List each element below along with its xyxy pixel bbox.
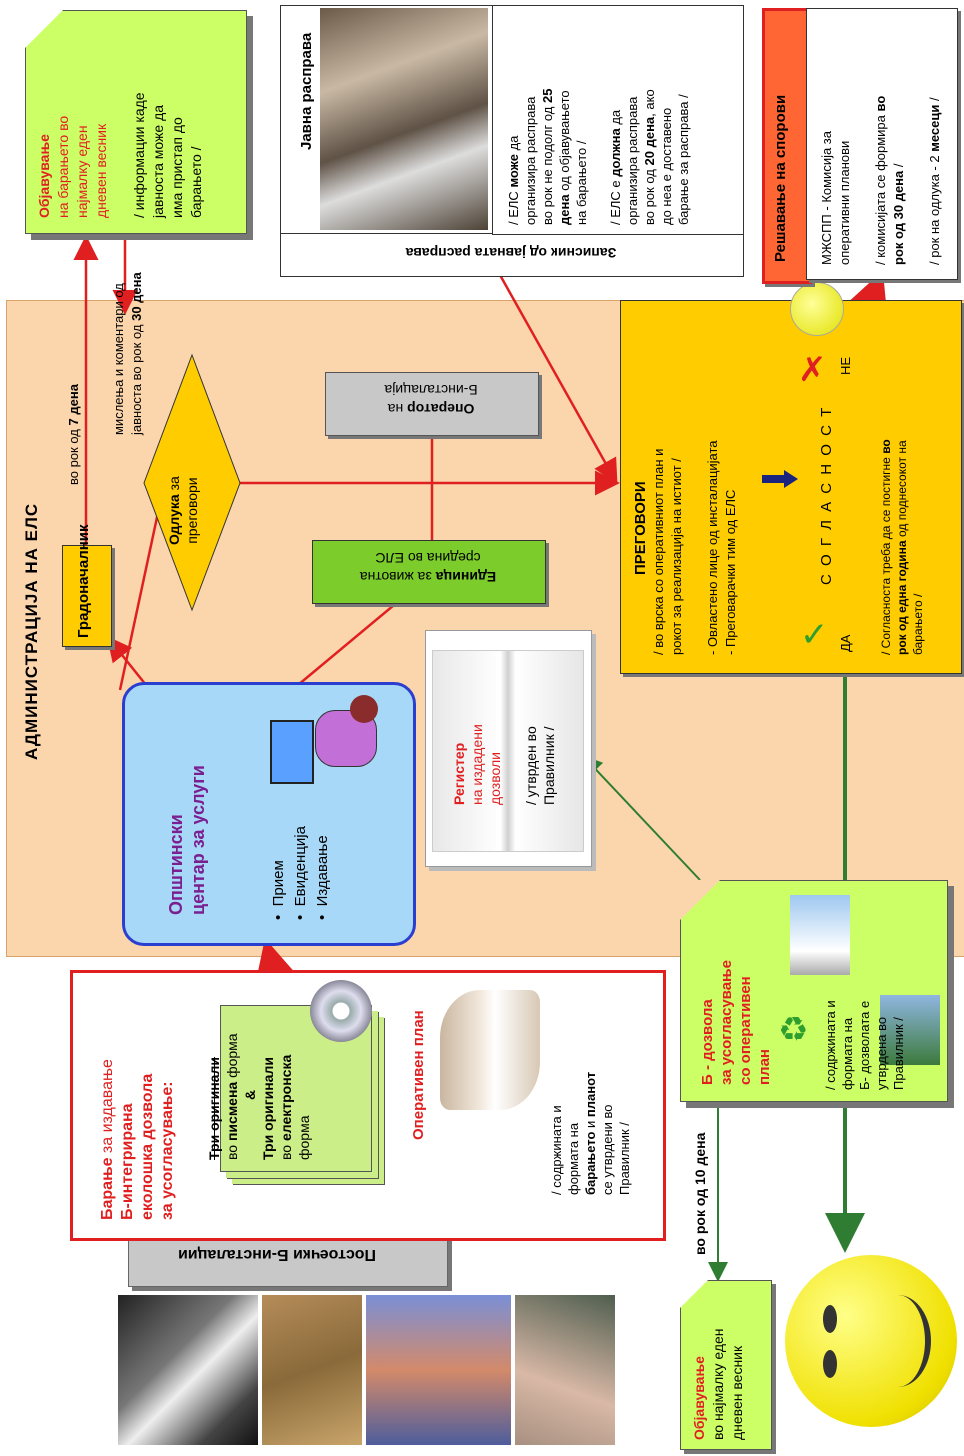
photo-smoke	[118, 1295, 258, 1445]
happy-face-icon	[785, 1255, 957, 1427]
arrow-hearing-to-negotiations	[498, 274, 618, 485]
public-comments-deadline: мислења и коментари од јавноста во рок о…	[111, 272, 144, 435]
agreement-label: С О Г Л А С Н О С Т	[818, 405, 835, 585]
hearing-minutes-box	[280, 233, 744, 277]
checkmark-icon: ✓	[800, 616, 829, 654]
negotiations-note: / Согласноста треба да се постигне во ро…	[879, 439, 925, 655]
service-center-items: • Прием • Евиденција • Издавање	[270, 826, 331, 920]
publish-bottom-fold	[680, 1280, 708, 1308]
hearing-notes-box	[492, 5, 744, 235]
register-book-icon	[432, 650, 584, 852]
arrow-center-to-decision	[118, 475, 174, 691]
permit-fold	[680, 880, 720, 920]
application-originals: Три оригинали во писмена форма & Три ори…	[206, 1033, 312, 1160]
operative-plan-label: Оперативен план	[410, 1010, 427, 1140]
decision-label: Одлука за преговори	[166, 476, 200, 545]
disputes-box	[806, 8, 958, 280]
publish-bottom-note	[680, 1280, 772, 1450]
operator-label: Оператор на Б-инсталација	[384, 382, 478, 417]
env-unit-label: Единица за животна средина во ЕЛС	[359, 550, 497, 585]
disputes-text: МЖСПП - Комисија за оперативни планови /…	[819, 95, 942, 265]
operator-box	[325, 372, 539, 436]
service-center-title: Општински центар за услуги	[166, 765, 208, 915]
publish-top-text: Објавување на барањето во најмалку еден …	[36, 92, 204, 218]
yes-label: ДА	[838, 634, 853, 652]
arrow-right-icon	[762, 470, 798, 488]
note-fold	[25, 10, 63, 48]
cd-icon	[310, 980, 372, 1042]
existing-installations-text: Постоечки Б-инсталации	[178, 1246, 376, 1263]
photo-dump	[262, 1295, 362, 1445]
mayor-box	[62, 545, 112, 647]
permit-photo-field	[880, 995, 940, 1065]
negotiations-text: ПРЕГОВОРИ / во врска со оперативниот пла…	[632, 440, 738, 655]
admin-title: АДМИНИСТРАЦИЈА НА ЕЛС	[22, 502, 41, 760]
hearing-title: Јавна расправа	[298, 32, 315, 150]
clerk-at-computer-icon	[270, 690, 390, 790]
application-note: / содржината и формата на барањето и пла…	[549, 1071, 632, 1195]
sad-face-icon	[790, 282, 844, 336]
hearing-minutes-label: Записник од јавната расправа	[405, 245, 617, 261]
photo-pig-farm	[515, 1295, 615, 1445]
publish-bottom-text: Објавување во најмалку еден дневен весни…	[691, 1328, 745, 1440]
hearing-photo	[320, 8, 488, 230]
recycle-icon: ♻	[778, 1011, 809, 1049]
register-text: Регистер на издадени дозволи / утврден в…	[451, 724, 557, 805]
env-unit-box	[312, 540, 546, 604]
no-label: НЕ	[838, 356, 853, 375]
mayor-label: Градоначалник	[75, 524, 92, 638]
cross-icon: ✗	[798, 351, 827, 389]
application-title: Барање за издавање Б-интегрирана еколошк…	[99, 1059, 176, 1220]
photo-cooling-tower	[366, 1295, 511, 1445]
arrow-permit-to-register	[582, 755, 701, 881]
disputes-title: Решавање на спорови	[772, 94, 789, 262]
permit-photo-sky	[790, 895, 850, 975]
permit-title: Б - дозвола за усогласување со оперативе…	[699, 960, 773, 1085]
deadline-10-days: во рок од 10 дена	[692, 1132, 708, 1255]
open-book-icon	[440, 990, 540, 1110]
permit-note-text: / содржината и формата на Б- дозволата е…	[823, 1000, 906, 1090]
hearing-notes: / ЕЛС може да организира расправа во рок…	[506, 88, 691, 225]
deadline-7-days: во рок од 7 дена	[66, 384, 81, 485]
arrow-center-to-mayor	[106, 636, 151, 691]
